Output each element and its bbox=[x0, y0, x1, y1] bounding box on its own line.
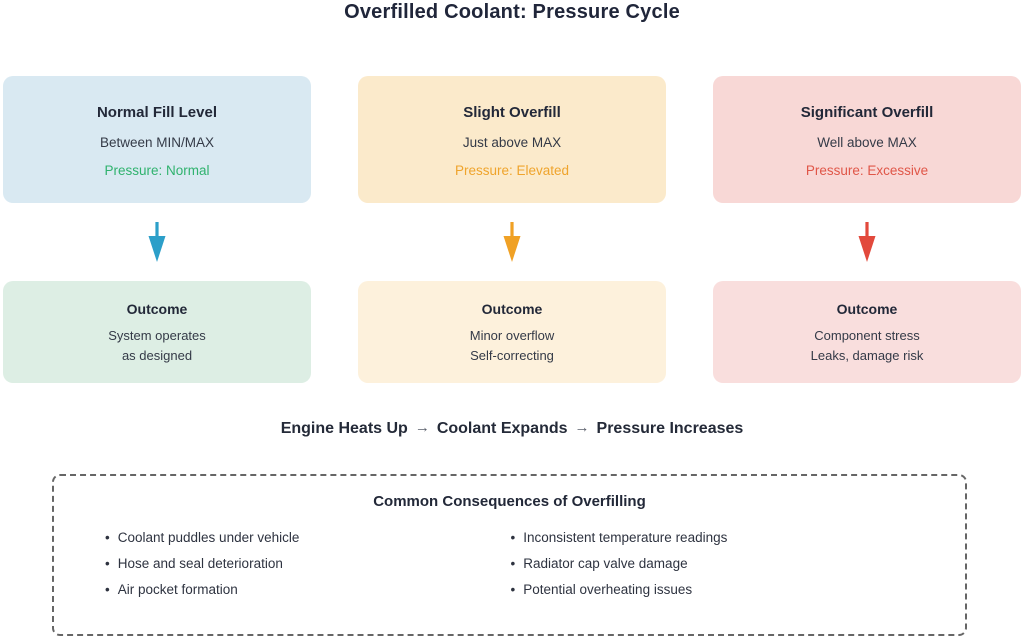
consequences-columns: Coolant puddles under vehicle Hose and s… bbox=[54, 531, 965, 609]
page-title: Overfilled Coolant: Pressure Cycle bbox=[344, 1, 680, 23]
outcome-line: Leaks, damage risk bbox=[810, 348, 924, 363]
outcome-line: System operates bbox=[108, 328, 206, 343]
outcome-title: Outcome bbox=[481, 301, 543, 317]
outcome-line: as designed bbox=[121, 348, 193, 363]
state-card-pressure-status: Pressure: Elevated bbox=[454, 163, 570, 178]
flow-step: Pressure Increases bbox=[596, 420, 744, 437]
arrow-zone bbox=[503, 203, 521, 281]
state-card-title: Slight Overfill bbox=[463, 104, 561, 121]
outcome-card-normal-fill: Outcome System operates as designed bbox=[3, 281, 311, 383]
list-item: Inconsistent temperature readings bbox=[511, 531, 966, 545]
state-card-significant-overfill: Significant Overfill Well above MAX Pres… bbox=[713, 76, 1021, 203]
state-card-pressure-status: Pressure: Excessive bbox=[805, 163, 929, 178]
flow-step: Engine Heats Up bbox=[280, 420, 408, 437]
consequences-box: Common Consequences of Overfilling Coola… bbox=[52, 474, 967, 636]
column-significant-overfill: Significant Overfill Well above MAX Pres… bbox=[713, 76, 1021, 383]
down-arrow-icon bbox=[858, 222, 876, 262]
consequences-title: Common Consequences of Overfilling bbox=[373, 493, 646, 510]
state-card-detail: Well above MAX bbox=[817, 135, 917, 150]
outcome-card-significant-overfill: Outcome Component stress Leaks, damage r… bbox=[713, 281, 1021, 383]
list-item: Hose and seal deterioration bbox=[105, 557, 510, 571]
state-card-normal-fill: Normal Fill Level Between MIN/MAX Pressu… bbox=[3, 76, 311, 203]
arrow-zone bbox=[148, 203, 166, 281]
down-arrow-icon bbox=[148, 222, 166, 262]
state-card-pressure-status: Pressure: Normal bbox=[104, 163, 210, 178]
state-card-title: Significant Overfill bbox=[800, 104, 934, 121]
list-item: Potential overheating issues bbox=[511, 583, 966, 597]
consequences-left-list: Coolant puddles under vehicle Hose and s… bbox=[105, 531, 510, 609]
flow-step: Coolant Expands bbox=[436, 420, 568, 437]
outcome-title: Outcome bbox=[126, 301, 188, 317]
state-card-slight-overfill: Slight Overfill Just above MAX Pressure:… bbox=[358, 76, 666, 203]
right-arrow-icon: → bbox=[414, 419, 430, 436]
consequences-right-list: Inconsistent temperature readings Radiat… bbox=[511, 531, 966, 609]
outcome-line: Self-correcting bbox=[470, 348, 554, 363]
list-item: Coolant puddles under vehicle bbox=[105, 531, 510, 545]
state-card-detail: Between MIN/MAX bbox=[99, 135, 215, 150]
flow-sequence: Engine Heats Up → Coolant Expands → Pressure… bbox=[0, 419, 1024, 438]
outcome-title: Outcome bbox=[836, 301, 898, 317]
down-arrow-icon bbox=[503, 222, 521, 262]
outcome-line: Component stress bbox=[814, 328, 920, 343]
arrow-zone bbox=[858, 203, 876, 281]
column-normal-fill: Normal Fill Level Between MIN/MAX Pressu… bbox=[3, 76, 311, 383]
state-columns: Normal Fill Level Between MIN/MAX Pressu… bbox=[0, 76, 1024, 383]
column-slight-overfill: Slight Overfill Just above MAX Pressure:… bbox=[358, 76, 666, 383]
state-card-detail: Just above MAX bbox=[462, 135, 562, 150]
outcome-card-slight-overfill: Outcome Minor overflow Self-correcting bbox=[358, 281, 666, 383]
state-card-title: Normal Fill Level bbox=[96, 104, 218, 121]
list-item: Radiator cap valve damage bbox=[511, 557, 966, 571]
right-arrow-icon: → bbox=[574, 419, 590, 436]
outcome-line: Minor overflow bbox=[469, 328, 555, 343]
list-item: Air pocket formation bbox=[105, 583, 510, 597]
